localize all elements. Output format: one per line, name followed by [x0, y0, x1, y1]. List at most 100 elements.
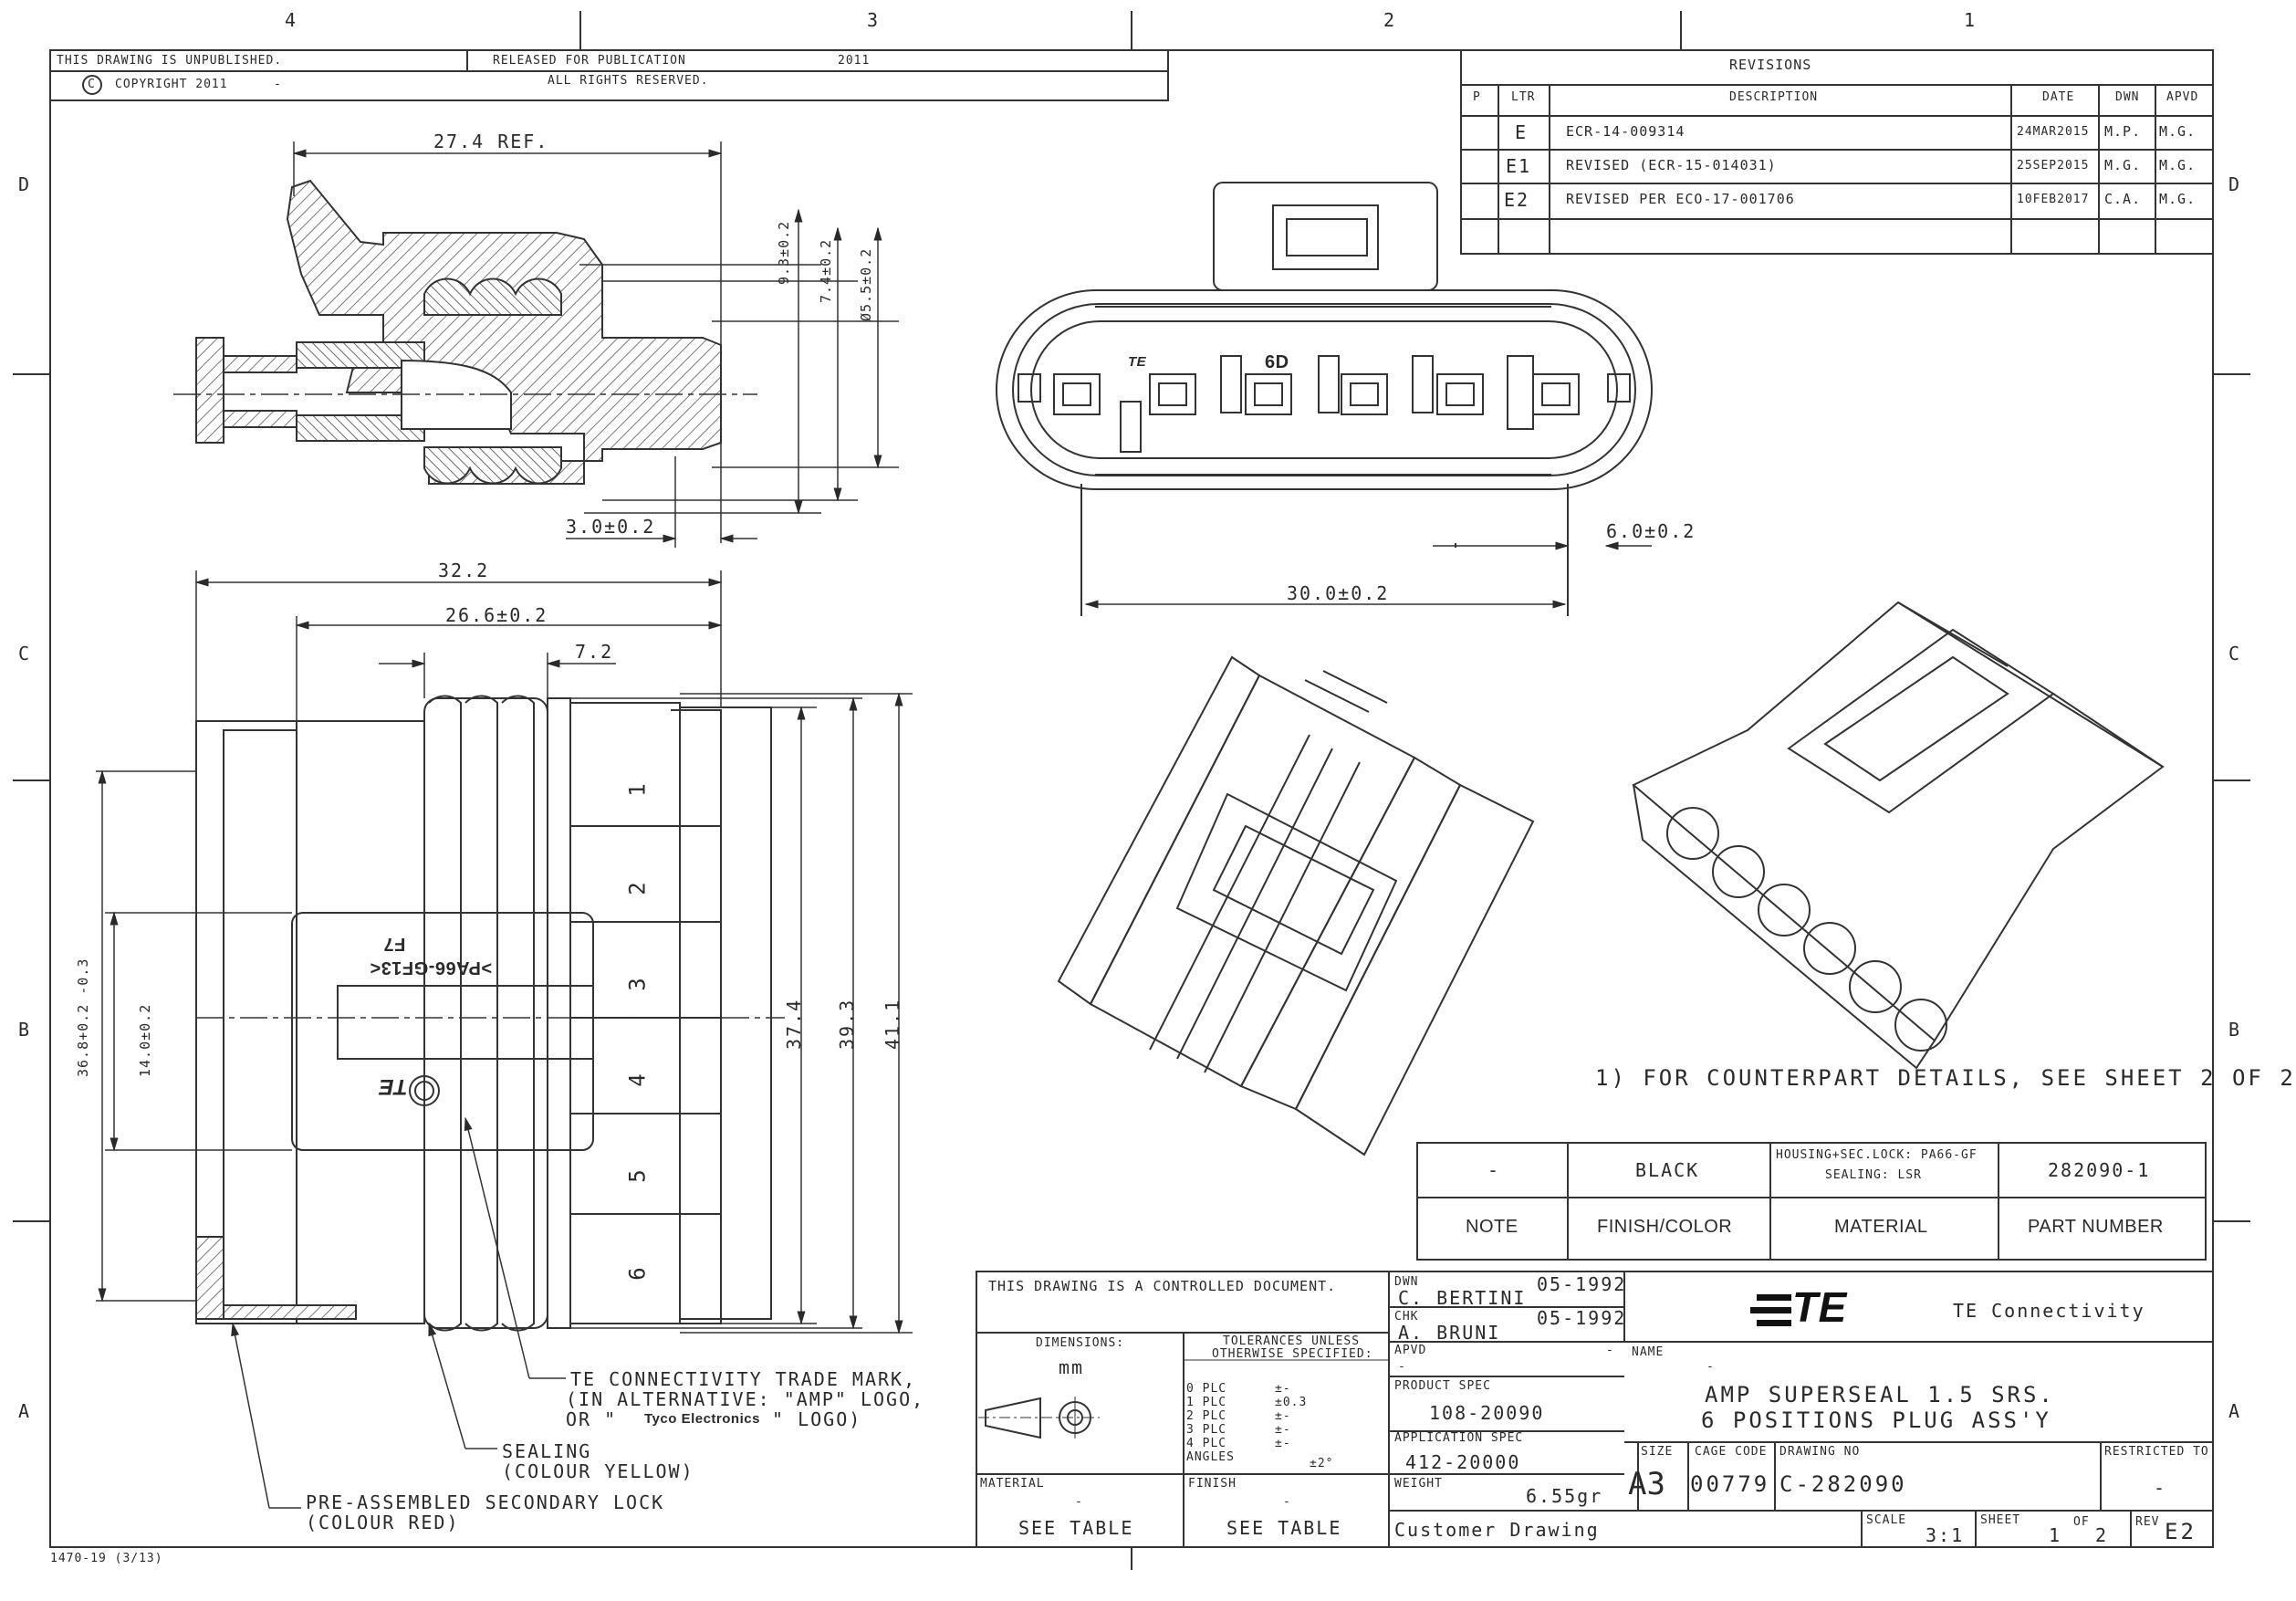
zone-row-a-left: A	[18, 1400, 32, 1422]
tb-dwn-label: DWN	[1394, 1275, 1419, 1289]
rev-row-dwn: M.P.	[2104, 123, 2142, 140]
tb-tol-k2: 2 PLC	[1186, 1409, 1227, 1423]
tb-weight-label: WEIGHT	[1394, 1477, 1443, 1491]
callout-trademark-3c: " LOGO)	[772, 1408, 862, 1430]
front-label-6d: 6D	[1265, 352, 1289, 372]
pt-h-finish: FINISH/COLOR	[1597, 1217, 1733, 1237]
tb-apvd-date: -	[1606, 1344, 1614, 1357]
dim-32-2: 32.2	[438, 560, 490, 581]
tb-finish-value: SEE TABLE	[1226, 1517, 1342, 1539]
callout-sealing-2: (COLOUR YELLOW)	[502, 1460, 694, 1482]
zone-row-c-left: C	[18, 643, 32, 664]
pt-h-note: NOTE	[1466, 1217, 1518, 1237]
tb-of-label: OF	[2073, 1515, 2090, 1529]
tb-tol-v1: ±0.3	[1275, 1396, 1308, 1409]
front-te-logo: TE	[1128, 354, 1147, 370]
zone-row-d-right: D	[2228, 173, 2242, 195]
header-box	[49, 49, 1169, 101]
callout-trademark-1: TE CONNECTIVITY TRADE MARK,	[570, 1368, 917, 1390]
tb-restricted-label: RESTRICTED TO	[2104, 1445, 2209, 1459]
copyright-symbol: C	[88, 78, 96, 91]
dim-26-6: 26.6±0.2	[445, 604, 548, 626]
side-marking-pa66: >PA66-GF13<	[370, 957, 493, 978]
zone-col-4: 4	[285, 9, 298, 31]
pt-part-number: 282090-1	[2048, 1159, 2151, 1181]
rev-h-date: DATE	[2042, 90, 2075, 104]
tb-weight: 6.55gr	[1526, 1485, 1603, 1507]
tb-tol-v0: ±-	[1275, 1382, 1291, 1396]
tb-chk-name: A. BRUNI	[1398, 1322, 1501, 1344]
tb-tol-v3: ±-	[1275, 1423, 1291, 1437]
zone-row-b-right: B	[2228, 1019, 2242, 1041]
side-position-6: 6	[624, 1264, 651, 1281]
callout-trademark-2: (IN ALTERNATIVE: "AMP" LOGO,	[566, 1388, 925, 1410]
rev-h-dwn: DWN	[2115, 90, 2140, 104]
side-position-4: 4	[624, 1071, 651, 1087]
rev-row-apvd: M.G.	[2159, 157, 2197, 173]
callout-secondary-1: PRE-ASSEMBLED SECONDARY LOCK	[306, 1491, 665, 1513]
rev-row-apvd: M.G.	[2159, 123, 2197, 140]
pt-h-part: PART NUMBER	[2028, 1217, 2164, 1237]
rev-h-ltr: LTR	[1511, 90, 1536, 104]
rev-h-description: DESCRIPTION	[1729, 90, 1819, 104]
zone-ticks	[13, 11, 2250, 1570]
rev-row-desc: ECR-14-009314	[1566, 123, 1685, 140]
tb-scale-label: SCALE	[1866, 1513, 1907, 1527]
zone-row-c-right: C	[2228, 643, 2242, 664]
rev-row-date: 24MAR2015	[2017, 125, 2090, 139]
side-view	[195, 695, 785, 1332]
revisions-table	[1460, 49, 2214, 255]
unpublished-note: THIS DRAWING IS UNPUBLISHED.	[57, 54, 283, 68]
tb-app-spec-label: APPLICATION SPEC	[1394, 1431, 1524, 1445]
dim-7-4: 7.4±0.2	[818, 238, 834, 303]
tb-drawing-no: C-282090	[1779, 1471, 1907, 1497]
tb-cage-label: CAGE CODE	[1695, 1445, 1768, 1459]
tb-angles-value: ±2°	[1310, 1457, 1334, 1470]
note-counterpart: 1) FOR COUNTERPART DETAILS, SEE SHEET 2 …	[1595, 1065, 2296, 1091]
tb-size: A3	[1628, 1466, 1665, 1502]
tb-tol-2: OTHERWISE SPECIFIED:	[1212, 1347, 1373, 1361]
tb-scale: 3:1	[1926, 1524, 1965, 1546]
rev-h-apvd: APVD	[2166, 90, 2199, 104]
rev-row-ltr: E1	[1506, 155, 1532, 177]
side-position-5: 5	[624, 1167, 651, 1183]
dim-39-3: 39.3	[836, 998, 858, 1050]
copyright-dash: -	[274, 78, 282, 91]
tb-finish-dash: -	[1283, 1495, 1291, 1509]
rev-row-apvd: M.G.	[2159, 191, 2197, 207]
dim-41-1: 41.1	[882, 998, 903, 1050]
side-position-1: 1	[624, 780, 651, 797]
tb-drawing-no-label: DRAWING NO	[1779, 1445, 1861, 1459]
tb-dimensions-label: DIMENSIONS:	[1036, 1336, 1125, 1350]
rev-row-desc: REVISED PER ECO-17-001706	[1566, 191, 1795, 207]
dim-36-8: 36.8+0.2 -0.3	[75, 957, 91, 1077]
rev-row-ltr: E2	[1504, 189, 1530, 211]
rev-row-date: 25SEP2015	[2017, 159, 2090, 173]
tb-material-dash: -	[1075, 1495, 1083, 1509]
tb-sheet-label: SHEET	[1980, 1513, 2021, 1527]
released-year: 2011	[838, 54, 871, 68]
tb-rev-label: REV	[2135, 1515, 2160, 1529]
zone-row-b-left: B	[18, 1019, 32, 1041]
tb-product-spec: 108-20090	[1429, 1402, 1545, 1424]
rev-row-date: 10FEB2017	[2017, 193, 2090, 206]
side-position-2: 2	[624, 879, 651, 895]
released-note: RELEASED FOR PUBLICATION	[493, 54, 686, 68]
zone-col-1: 1	[1964, 9, 1978, 31]
tb-dwn-name: C. BERTINI	[1398, 1287, 1527, 1309]
revisions-title: REVISIONS	[1729, 57, 1812, 73]
tb-product-spec-label: PRODUCT SPEC	[1394, 1379, 1491, 1393]
pt-note: -	[1487, 1159, 1501, 1181]
tb-apvd-label: APVD	[1394, 1344, 1427, 1357]
tb-te-logo: TE	[1792, 1283, 1847, 1331]
section-view-top	[173, 179, 757, 485]
tb-name-dash: -	[1706, 1360, 1715, 1374]
tb-controlled: THIS DRAWING IS A CONTROLLED DOCUMENT.	[988, 1278, 1337, 1294]
tb-tol-v4: ±-	[1275, 1437, 1291, 1450]
rev-row-dwn: C.A.	[2104, 191, 2142, 207]
tb-name-1: AMP SUPERSEAL 1.5 SRS.	[1705, 1382, 2055, 1407]
dim-5-5-dia: Ø5.5±0.2	[858, 247, 874, 321]
tb-tol-v2: ±-	[1275, 1409, 1291, 1423]
callout-sealing-1: SEALING	[502, 1440, 592, 1462]
pt-material-1: HOUSING+SEC.LOCK: PA66-GF	[1776, 1148, 1978, 1162]
